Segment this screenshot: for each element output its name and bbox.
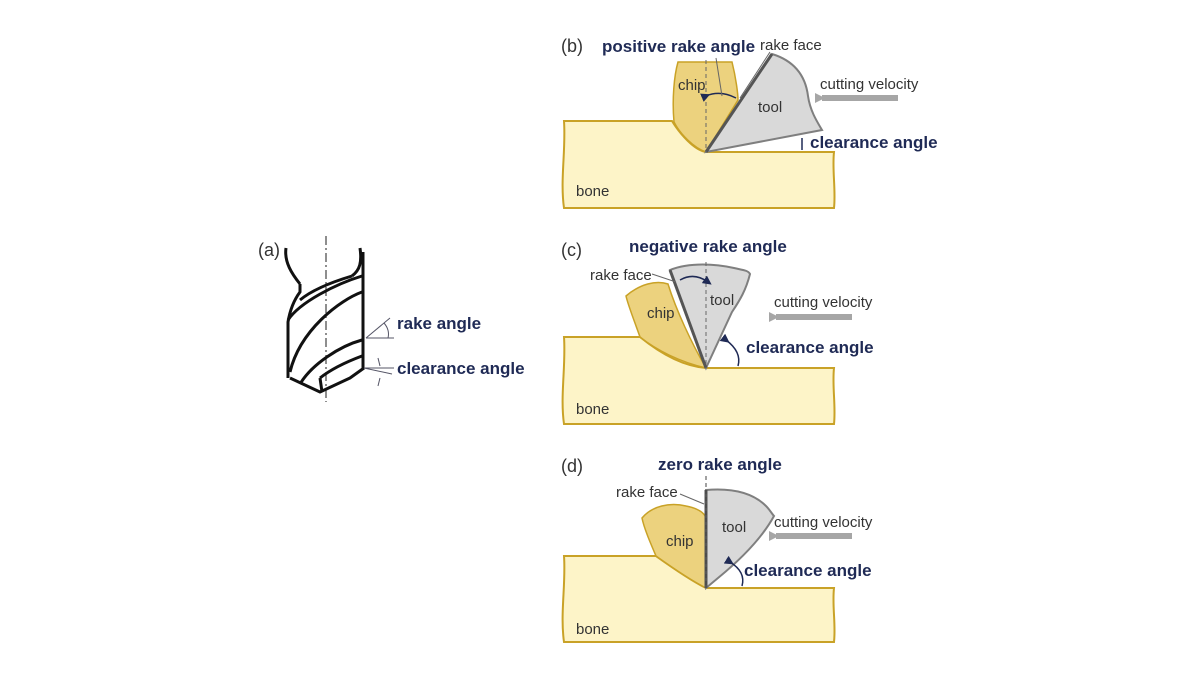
bone-label: bone [576, 401, 609, 418]
bone-label: bone [576, 621, 609, 638]
clearance-angle-mark [363, 357, 394, 387]
chip-label: chip [678, 77, 706, 94]
rake-angle-arc [679, 275, 712, 285]
tool-label: tool [710, 292, 734, 309]
chip-shape [641, 503, 707, 590]
rake-face-label: rake face [616, 484, 678, 501]
panel-a: (a) rake angle [258, 236, 525, 402]
clearance-angle-label: clearance angle [810, 133, 938, 152]
chip-shape [672, 61, 739, 153]
panel-d: (d) zero rake angle rake face chip tool … [561, 455, 873, 643]
rake-face-label: rake face [590, 267, 652, 284]
chip-label: chip [666, 533, 694, 550]
positive-rake-angle-title: positive rake angle [602, 37, 755, 56]
tool-label: tool [722, 519, 746, 536]
rake-angle-label: rake angle [397, 314, 481, 333]
cutting-velocity-label: cutting velocity [820, 76, 919, 93]
clearance-angle-label: clearance angle [744, 561, 872, 580]
bone-label: bone [576, 183, 609, 200]
rake-face-pointer [679, 493, 705, 505]
chip-label: chip [647, 305, 675, 322]
tool-shape [705, 488, 776, 591]
rake-face-edge [704, 53, 774, 153]
title-pointer [715, 57, 723, 97]
panel-b: (b) positive rake angle rake face chip t… [561, 36, 938, 209]
clearance-angle-label: clearance angle [397, 359, 525, 378]
clearance-angle-arc [719, 333, 740, 367]
panel-c-label: (c) [561, 240, 582, 260]
negative-rake-angle-title: negative rake angle [629, 237, 787, 256]
rake-face-label: rake face [760, 37, 822, 54]
tool-label: tool [758, 99, 782, 116]
cutting-velocity-label: cutting velocity [774, 514, 873, 531]
rake-face-pointer [651, 273, 677, 283]
chip-shape [625, 281, 708, 370]
clearance-angle-label: clearance angle [746, 338, 874, 357]
panel-c: (c) negative rake angle rake face chip t… [561, 237, 874, 425]
panel-d-label: (d) [561, 456, 583, 476]
bone-block [561, 336, 836, 425]
rake-angle-arc [700, 92, 737, 102]
panel-b-label: (b) [561, 36, 583, 56]
tool-shape [668, 263, 752, 371]
rake-face-edge [668, 269, 708, 369]
zero-rake-angle-title: zero rake angle [658, 455, 782, 474]
tool-shape [703, 52, 824, 154]
panel-a-label: (a) [258, 240, 280, 260]
drill-bit-icon [284, 247, 365, 394]
rake-face-pointer [739, 51, 771, 99]
clearance-angle-arc [723, 555, 744, 587]
rake-angle-mark [365, 317, 394, 339]
cutting-velocity-label: cutting velocity [774, 294, 873, 311]
